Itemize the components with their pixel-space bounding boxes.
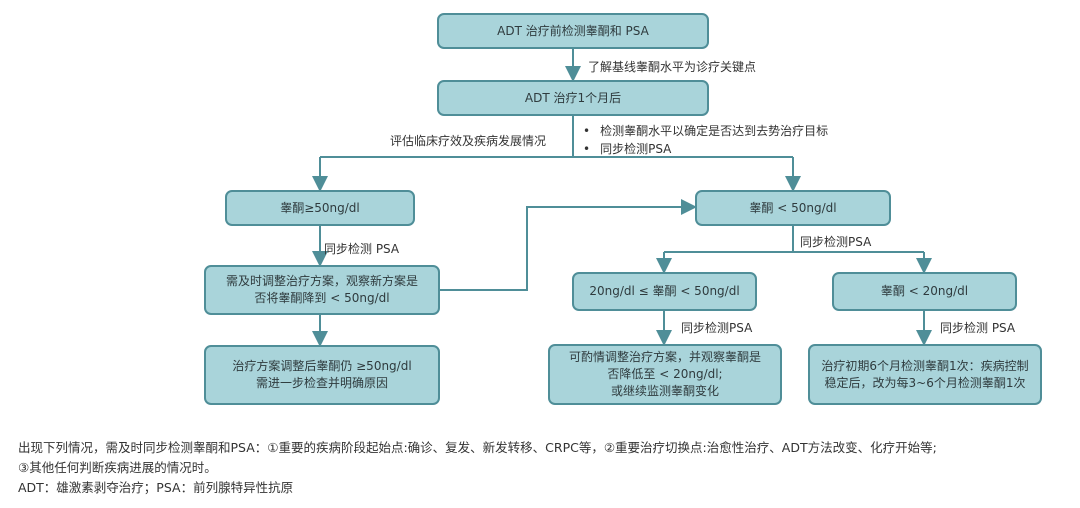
edge-label-sync-right: 同步检测PSA bbox=[800, 235, 872, 249]
node-still-high: 治疗方案调整后睾酮仍 ≥50ng/dl 需进一步检查并明确原因 bbox=[204, 345, 440, 405]
node-text: ADT 治疗1个月后 bbox=[524, 90, 622, 105]
node-text: 需进一步检查并明确原因 bbox=[255, 376, 388, 390]
footer-note-2: ③其他任何判断疾病进展的情况时。 bbox=[18, 460, 217, 475]
node-pre-adt: ADT 治疗前检测睾酮和 PSA bbox=[437, 13, 709, 49]
edge-bullets: 检测睾酮水平以确定是否达到去势治疗目标 同步检测PSA bbox=[583, 122, 828, 158]
node-text: 可酌情调整治疗方案，并观察睾酮是 bbox=[568, 350, 761, 364]
node-text: 治疗方案调整后睾酮仍 ≥50ng/dl bbox=[232, 359, 412, 373]
node-text: 否将睾酮降到 < 50ng/dl bbox=[254, 291, 390, 305]
node-text: 睾酮≥50ng/dl bbox=[280, 200, 360, 215]
footer-abbreviations: ADT：雄激素剥夺治疗；PSA：前列腺特异性抗原 bbox=[18, 480, 294, 495]
arrow-adjust-to-low bbox=[440, 199, 697, 291]
edge-label-sync-mid: 同步检测PSA bbox=[681, 321, 753, 335]
node-text: ADT 治疗前检测睾酮和 PSA bbox=[497, 23, 649, 38]
node-text: 否降低至 < 20ng/dl; bbox=[607, 367, 723, 381]
node-adjust: 需及时调整治疗方案，观察新方案是 否将睾酮降到 < 50ng/dl bbox=[204, 265, 440, 315]
edge-label-sync-far: 同步检测 PSA bbox=[940, 321, 1016, 335]
node-text: 20ng/dl ≤ 睾酮 < 50ng/dl bbox=[589, 284, 740, 298]
node-very-low: 睾酮 < 20ng/dl bbox=[832, 272, 1017, 311]
footer-note-1: 出现下列情况，需及时同步检测睾酮和PSA：①重要的疾病阶段起始点:确诊、复发、新… bbox=[18, 440, 937, 455]
node-low-action: 治疗初期6个月检测睾酮1次：疾病控制 稳定后，改为每3~6个月检测睾酮1次 bbox=[808, 344, 1042, 405]
node-one-month: ADT 治疗1个月后 bbox=[437, 80, 709, 116]
node-text: 需及时调整治疗方案，观察新方案是 bbox=[225, 274, 418, 288]
node-high: 睾酮≥50ng/dl bbox=[225, 190, 415, 226]
bullet-item: 同步检测PSA bbox=[583, 140, 828, 158]
node-text: 睾酮 < 20ng/dl bbox=[880, 284, 969, 298]
edge-label-evaluate: 评估临床疗效及疾病发展情况 bbox=[390, 134, 547, 148]
node-text: 稳定后，改为每3~6个月检测睾酮1次 bbox=[824, 375, 1026, 390]
node-text: 睾酮 < 50ng/dl bbox=[749, 200, 837, 215]
node-low: 睾酮 < 50ng/dl bbox=[695, 190, 891, 226]
node-text: 治疗初期6个月检测睾酮1次：疾病控制 bbox=[821, 358, 1029, 373]
bullet-item: 检测睾酮水平以确定是否达到去势治疗目标 bbox=[583, 122, 828, 140]
edge-label-sync-left: 同步检测 PSA bbox=[324, 242, 400, 256]
node-text: 或继续监测睾酮变化 bbox=[610, 384, 719, 398]
edge-label-baseline: 了解基线睾酮水平为诊疗关键点 bbox=[588, 60, 757, 74]
node-mid-action: 可酌情调整治疗方案，并观察睾酮是 否降低至 < 20ng/dl; 或继续监测睾酮… bbox=[548, 344, 782, 405]
node-mid: 20ng/dl ≤ 睾酮 < 50ng/dl bbox=[572, 272, 757, 311]
